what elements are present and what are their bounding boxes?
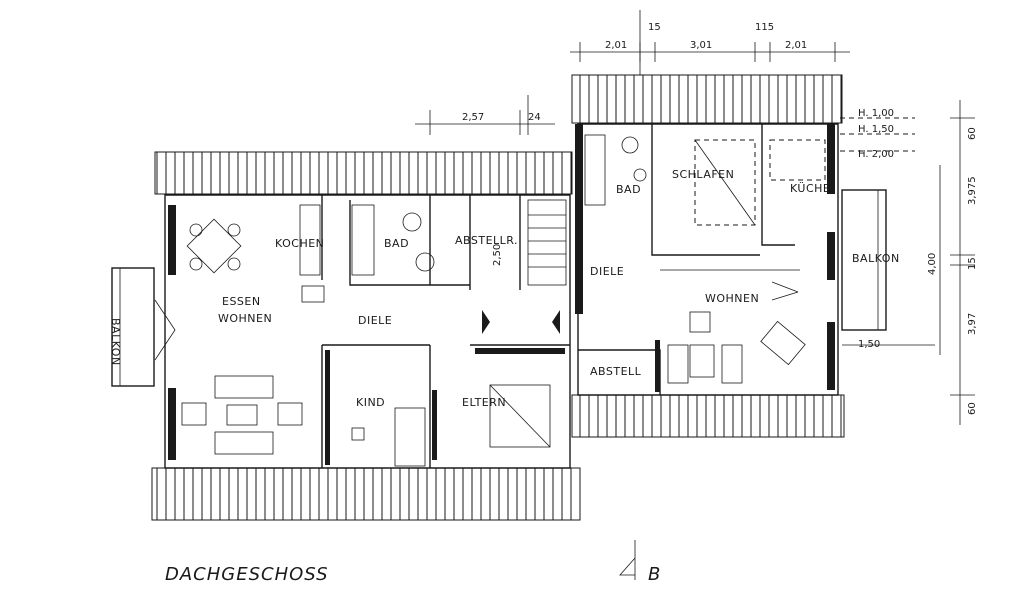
label-kuche: KÜCHE [790, 182, 830, 195]
left-unit: ESSEN WOHNEN BALKON KOCHEN BAD ABSTELLR.… [109, 151, 581, 521]
roof-bottom-left [151, 467, 581, 521]
dim-right-3: 4,00 [927, 253, 938, 275]
label-balkon-right: BALKON [852, 252, 900, 265]
label-bad-left: BAD [384, 237, 409, 250]
dim-height-3: H. 2,00 [858, 149, 894, 160]
dim-right-6: 60 [967, 402, 978, 415]
dim-top-3: 3,01 [690, 40, 712, 51]
label-balkon-left: BALKON [109, 318, 122, 366]
plan-title: DACHGESCHOSS [165, 564, 329, 585]
dim-right-1: 60 [967, 127, 978, 140]
roof-bottom-right [571, 394, 845, 438]
dim-mid-1: 2,57 [462, 112, 484, 123]
label-diele-left: DIELE [358, 314, 392, 327]
label-kind: KIND [356, 396, 385, 409]
dim-right-4: 15 [967, 257, 978, 270]
dim-top-2: 15 [648, 22, 661, 33]
dim-top-4: 115 [755, 22, 774, 33]
dimension-lines: 2,01 15 3,01 115 2,01 2,57 24 H. 1,00 H.… [415, 10, 978, 425]
label-abstellr: ABSTELLR. [455, 234, 518, 247]
label-kochen: KOCHEN [275, 237, 324, 250]
label-abstell: ABSTELL [590, 365, 642, 378]
dim-mid-2: 24 [528, 112, 541, 123]
label-essen: ESSEN [222, 295, 261, 308]
dim-top-5: 2,01 [785, 40, 807, 51]
balkon-right [841, 189, 887, 331]
label-schlafen: SCHLAFEN [672, 168, 734, 181]
label-diele-right: DIELE [590, 265, 624, 278]
dim-right-2: 3,975 [967, 176, 978, 205]
outer-wall-right [577, 123, 839, 396]
dim-stair-width: 2,50 [492, 244, 503, 266]
right-unit: BAD SCHLAFEN KÜCHE DIELE WOHNEN BALKON A… [571, 74, 900, 438]
dim-height-1: H. 1,00 [858, 108, 894, 119]
dim-right-5: 3,97 [967, 313, 978, 335]
label-eltern: ELTERN [462, 396, 506, 409]
dim-balkon-depth: 1,50 [858, 339, 880, 350]
label-wohnen-left: WOHNEN [218, 312, 272, 325]
roof-top-left [154, 151, 573, 195]
roof-top-right [571, 74, 843, 124]
section-marker: B [648, 564, 661, 585]
balkon-left [111, 267, 155, 387]
dim-top-1: 2,01 [605, 40, 627, 51]
dim-height-2: H. 1,50 [858, 124, 894, 135]
outer-wall-left [164, 194, 571, 469]
label-bad-right: BAD [616, 183, 641, 196]
stair-left [528, 214, 566, 268]
label-wohnen-right: WOHNEN [705, 292, 759, 305]
